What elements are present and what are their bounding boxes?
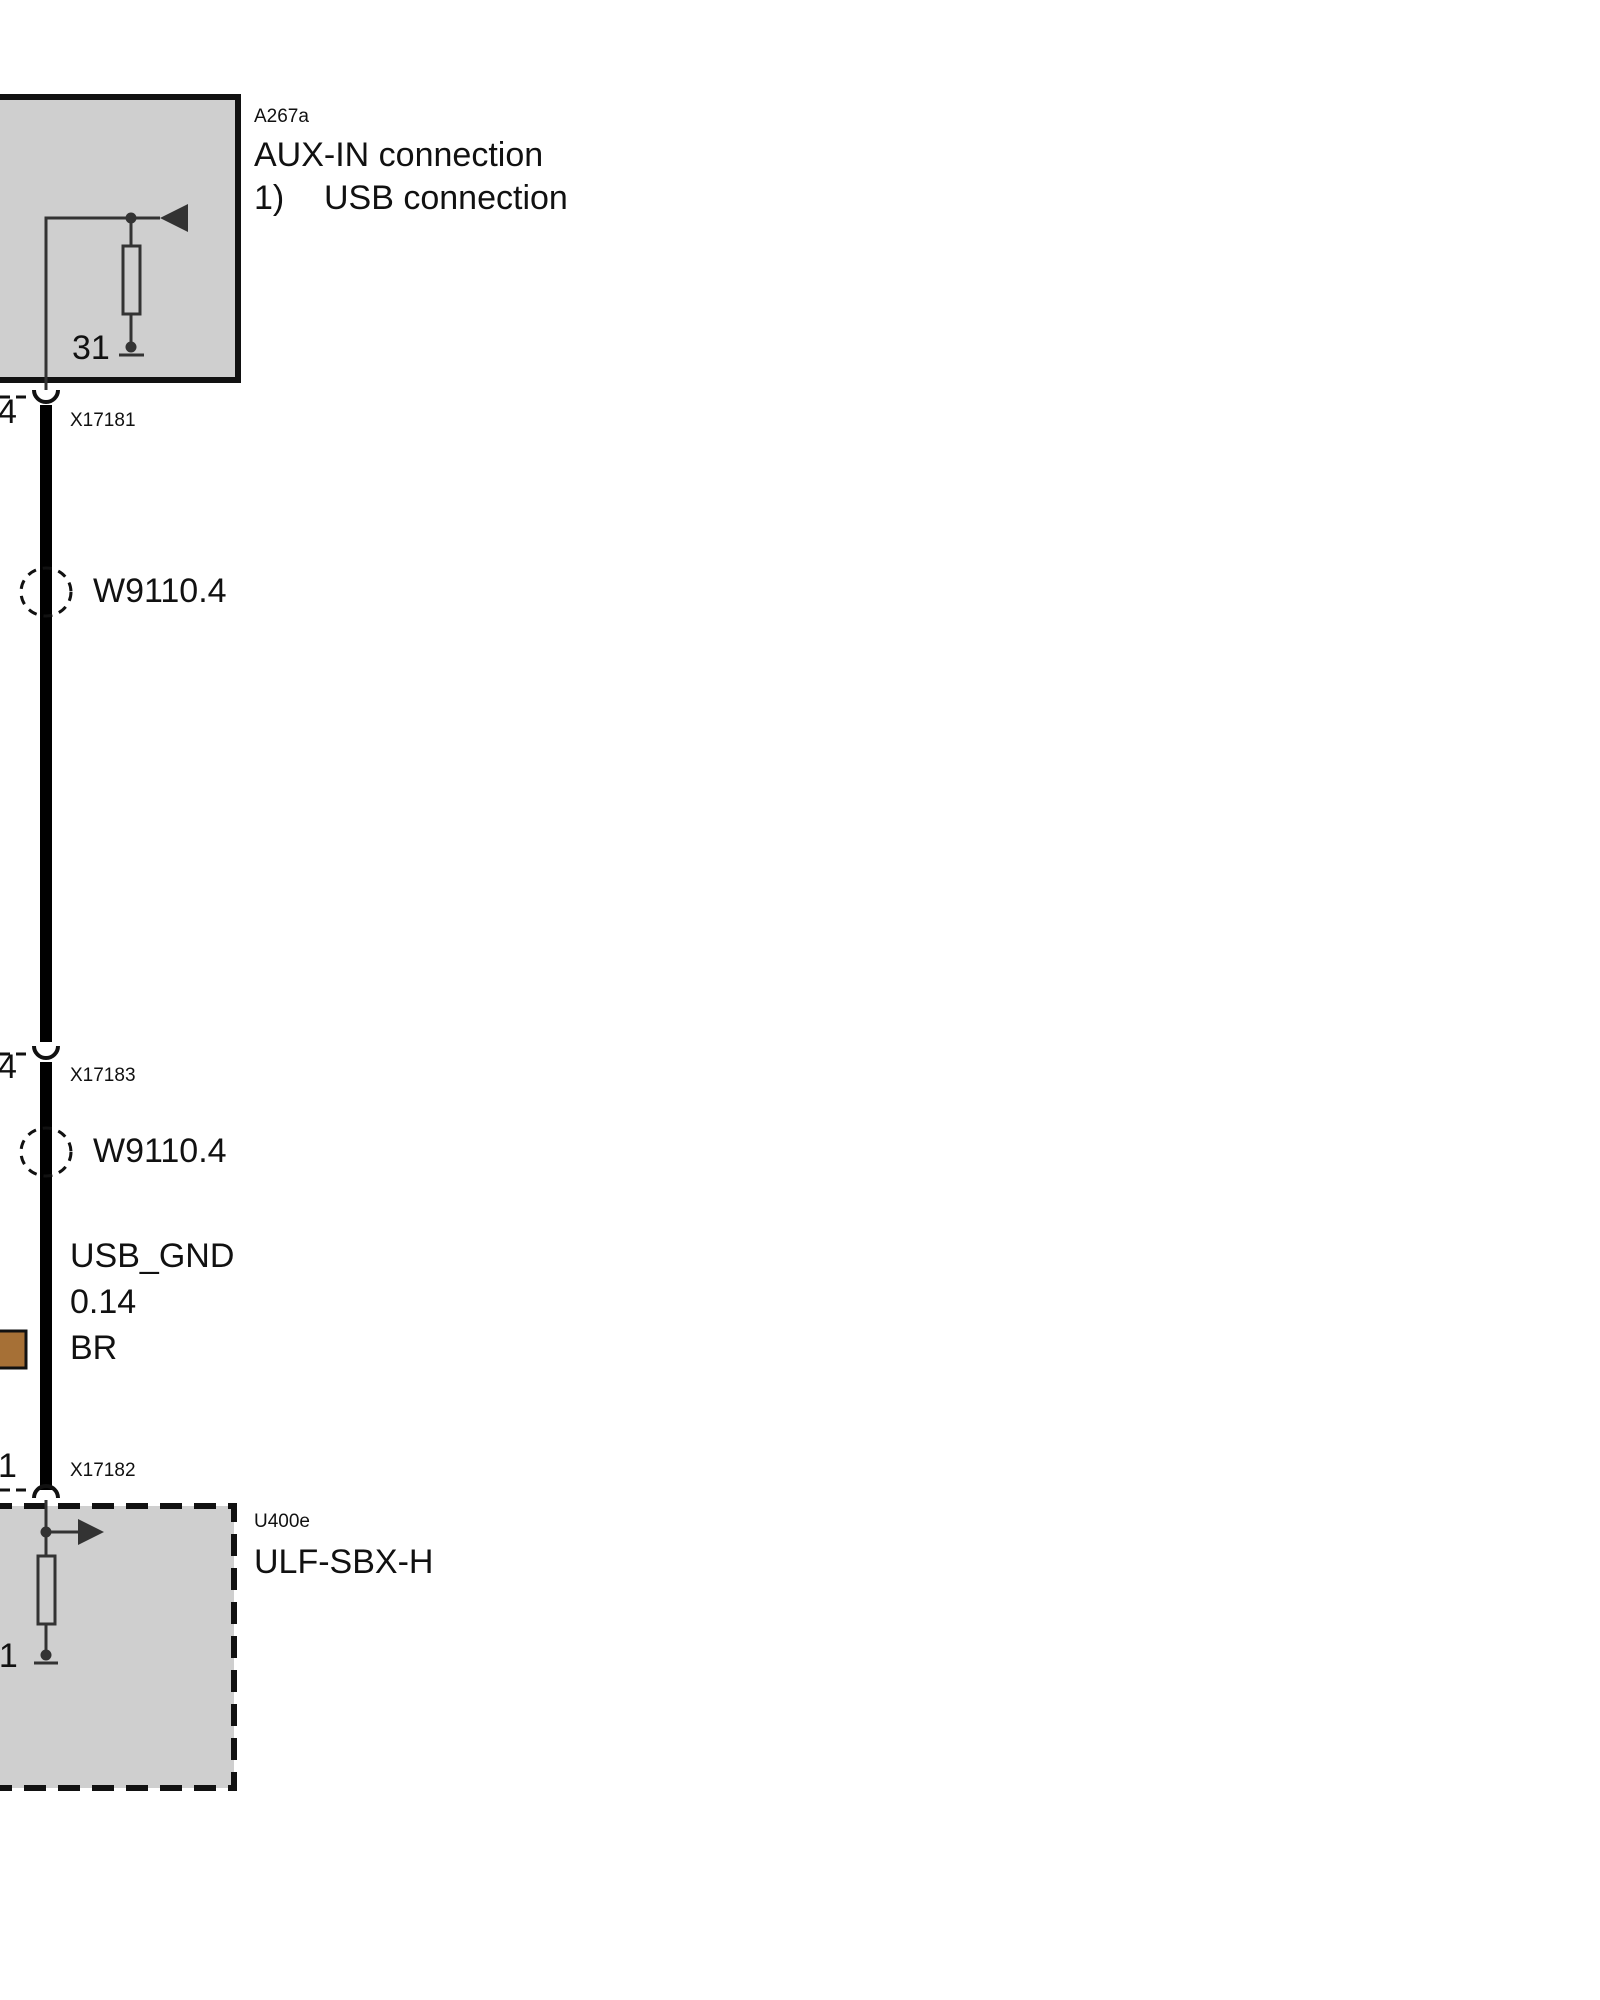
bottom-module-title: ULF-SBX-H — [254, 1543, 433, 1581]
bottom-module: 31 — [0, 1500, 237, 1791]
top-output-arrow-icon — [160, 204, 188, 232]
top-internal-wire — [44, 216, 160, 390]
top-ground-label: 31 — [72, 329, 110, 367]
top-module-note-text: USB connection — [324, 179, 568, 217]
bottom-module-box — [0, 1503, 237, 1791]
shield-upper-icon — [19, 566, 73, 618]
top-module-note-number: 1) — [254, 179, 284, 217]
connector-top-socket-icon — [32, 389, 60, 404]
top-module: 31 — [0, 94, 241, 390]
connector-top-id: X17181 — [70, 410, 136, 431]
wire-color-swatch — [0, 1329, 28, 1370]
wire-cross-section: 0.14 — [70, 1283, 136, 1321]
connector-top-pin: 4 — [0, 393, 17, 431]
bottom-ground-dot — [40, 1649, 52, 1661]
top-module-box — [0, 94, 241, 383]
top-ground-dot — [125, 341, 137, 353]
bottom-ground-label: 31 — [0, 1637, 18, 1675]
connector-bottom-pin: 1 — [0, 1447, 17, 1485]
connector-bottom: 1 X17182 — [0, 1447, 136, 1499]
connector-bottom-socket-icon — [32, 1484, 60, 1499]
wire-signal-name: USB_GND — [70, 1237, 234, 1275]
top-module-title: AUX-IN connection — [254, 136, 543, 174]
top-module-id: A267a — [254, 106, 309, 127]
wire-color-code: BR — [70, 1329, 117, 1367]
connector-middle-socket-icon — [32, 1045, 60, 1060]
shield-lower: W9110.4 — [19, 1126, 227, 1178]
shield-lower-label: W9110.4 — [93, 1132, 227, 1170]
connector-middle-id: X17183 — [70, 1065, 136, 1086]
connector-top: 4 X17181 — [0, 389, 136, 431]
shield-lower-icon — [19, 1126, 73, 1178]
bottom-module-id: U400e — [254, 1511, 310, 1532]
connector-middle: 4 X17183 — [0, 1045, 136, 1086]
connector-bottom-id: X17182 — [70, 1460, 136, 1481]
shield-upper-label: W9110.4 — [93, 572, 227, 610]
connector-middle-pin: 4 — [0, 1048, 17, 1086]
shield-upper: W9110.4 — [19, 566, 227, 618]
bottom-output-arrow-icon — [78, 1519, 104, 1545]
